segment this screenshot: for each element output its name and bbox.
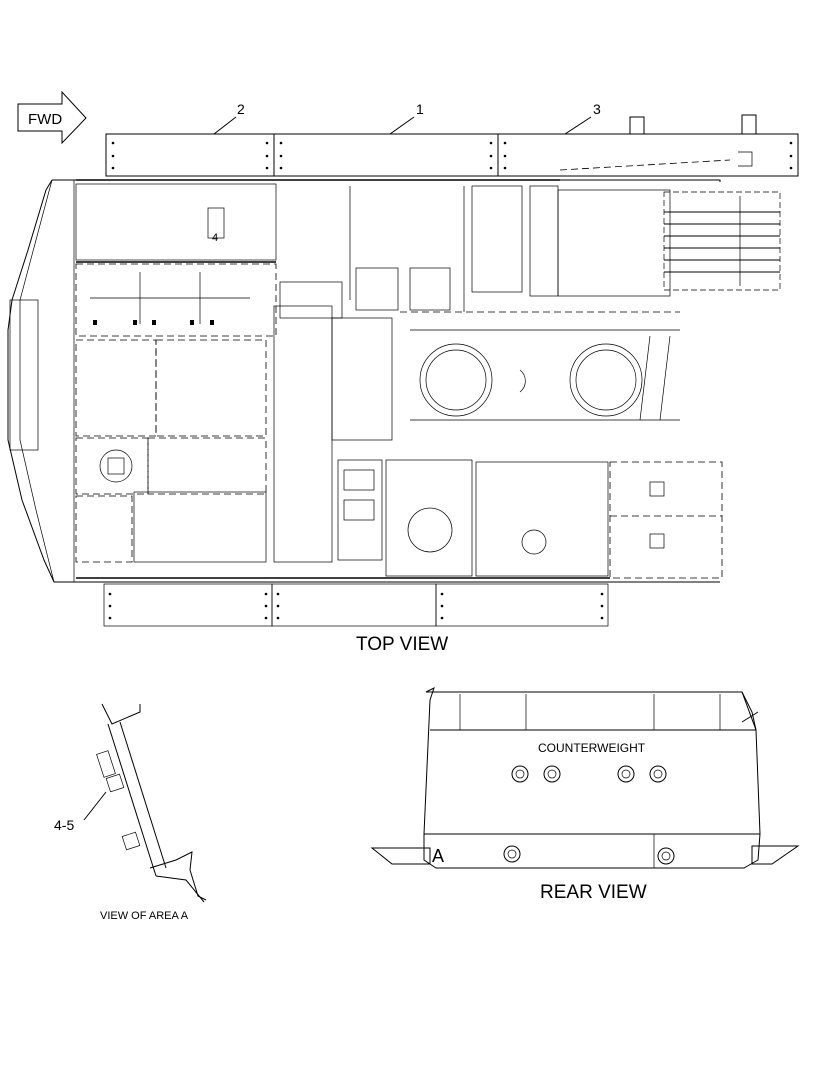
engine-section (400, 185, 781, 421)
guard-plate-2 (105, 133, 275, 177)
panel-upper-left: 4 (75, 183, 277, 337)
fwd-label: FWD (28, 111, 62, 128)
bottom-guard-plates (103, 583, 609, 627)
rear-bracket-right (751, 845, 800, 865)
area-a-view-title: VIEW OF AREA A (100, 910, 189, 922)
callout-1: 1 (389, 101, 424, 135)
rear-view-title: REAR VIEW (540, 882, 647, 903)
guard-plate-3 (497, 114, 799, 177)
callout-2-number: 2 (237, 101, 245, 117)
lifting-eyes (503, 765, 675, 865)
callout-2: 2 (213, 101, 245, 135)
area-a-detail: 4-5 (54, 703, 207, 903)
central-channel (273, 186, 465, 563)
counterweight-label: COUNTERWEIGHT (538, 741, 646, 755)
top-view-drawing: 4 (7, 114, 799, 627)
frame-outline (7, 179, 721, 583)
rear-view-drawing: COUNTERWEIGHT A (370, 687, 800, 869)
area-a-marker: A (432, 846, 444, 866)
callout-1-number: 1 (416, 101, 424, 117)
fan-right (569, 343, 643, 417)
callout-3-number: 3 (593, 101, 601, 117)
radiator-grille (663, 191, 781, 291)
callout-4-5-number: 4-5 (54, 817, 74, 833)
top-view-title: TOP VIEW (356, 634, 448, 655)
callout-4-number: 4 (212, 232, 218, 244)
fan-left (419, 343, 493, 417)
lower-right-housings (337, 459, 723, 579)
rear-bracket-left (370, 847, 431, 865)
access-cover-left (407, 507, 453, 553)
counterweight-outline (423, 687, 761, 869)
fwd-arrow: FWD (17, 90, 87, 145)
callout-3: 3 (564, 101, 601, 135)
guard-plate-1 (273, 133, 499, 177)
panel-lower-left (75, 339, 267, 563)
